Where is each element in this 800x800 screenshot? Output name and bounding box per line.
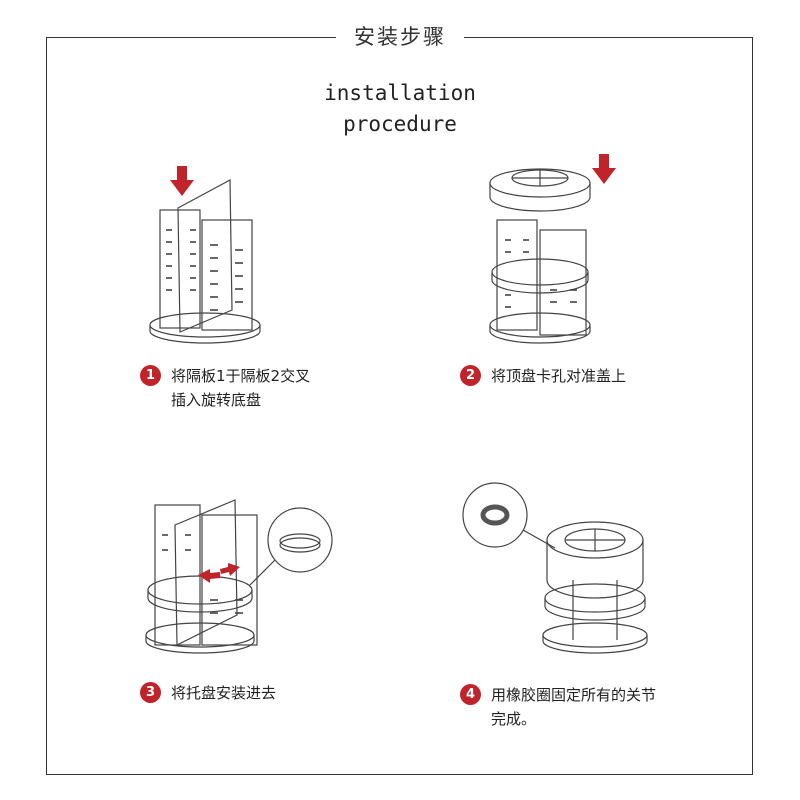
page-title: 安装步骤 bbox=[336, 22, 464, 52]
step-badge: 1 bbox=[140, 365, 161, 386]
double-arrow-icon bbox=[198, 563, 240, 583]
step-4-illustration bbox=[462, 482, 648, 654]
page-subtitle: installation procedure bbox=[324, 81, 476, 136]
step-text: 用橡胶圈固定所有的关节 完成。 bbox=[491, 686, 657, 728]
section-heading: 安装步骤 bbox=[0, 22, 800, 52]
step-2: 2 将顶盘卡孔对准盖上 bbox=[460, 364, 626, 388]
step-3-illustration bbox=[145, 499, 333, 654]
step-1-illustration bbox=[149, 166, 261, 344]
down-arrow-icon bbox=[592, 154, 616, 184]
down-arrow-icon bbox=[170, 166, 194, 196]
step-4: 4 用橡胶圈固定所有的关节 完成。 bbox=[460, 683, 656, 731]
step-1: 1 将隔板1于隔板2交叉 插入旋转底盘 bbox=[140, 364, 310, 412]
step-badge: 3 bbox=[140, 682, 161, 703]
step-2-illustration bbox=[489, 154, 616, 344]
step-text: 将顶盘卡孔对准盖上 bbox=[491, 367, 627, 385]
step-3: 3 将托盘安装进去 bbox=[140, 681, 276, 705]
step-text: 将托盘安装进去 bbox=[171, 684, 277, 702]
step-badge: 2 bbox=[460, 365, 481, 386]
step-badge: 4 bbox=[460, 684, 481, 705]
step-text: 将隔板1于隔板2交叉 插入旋转底盘 bbox=[171, 367, 311, 409]
